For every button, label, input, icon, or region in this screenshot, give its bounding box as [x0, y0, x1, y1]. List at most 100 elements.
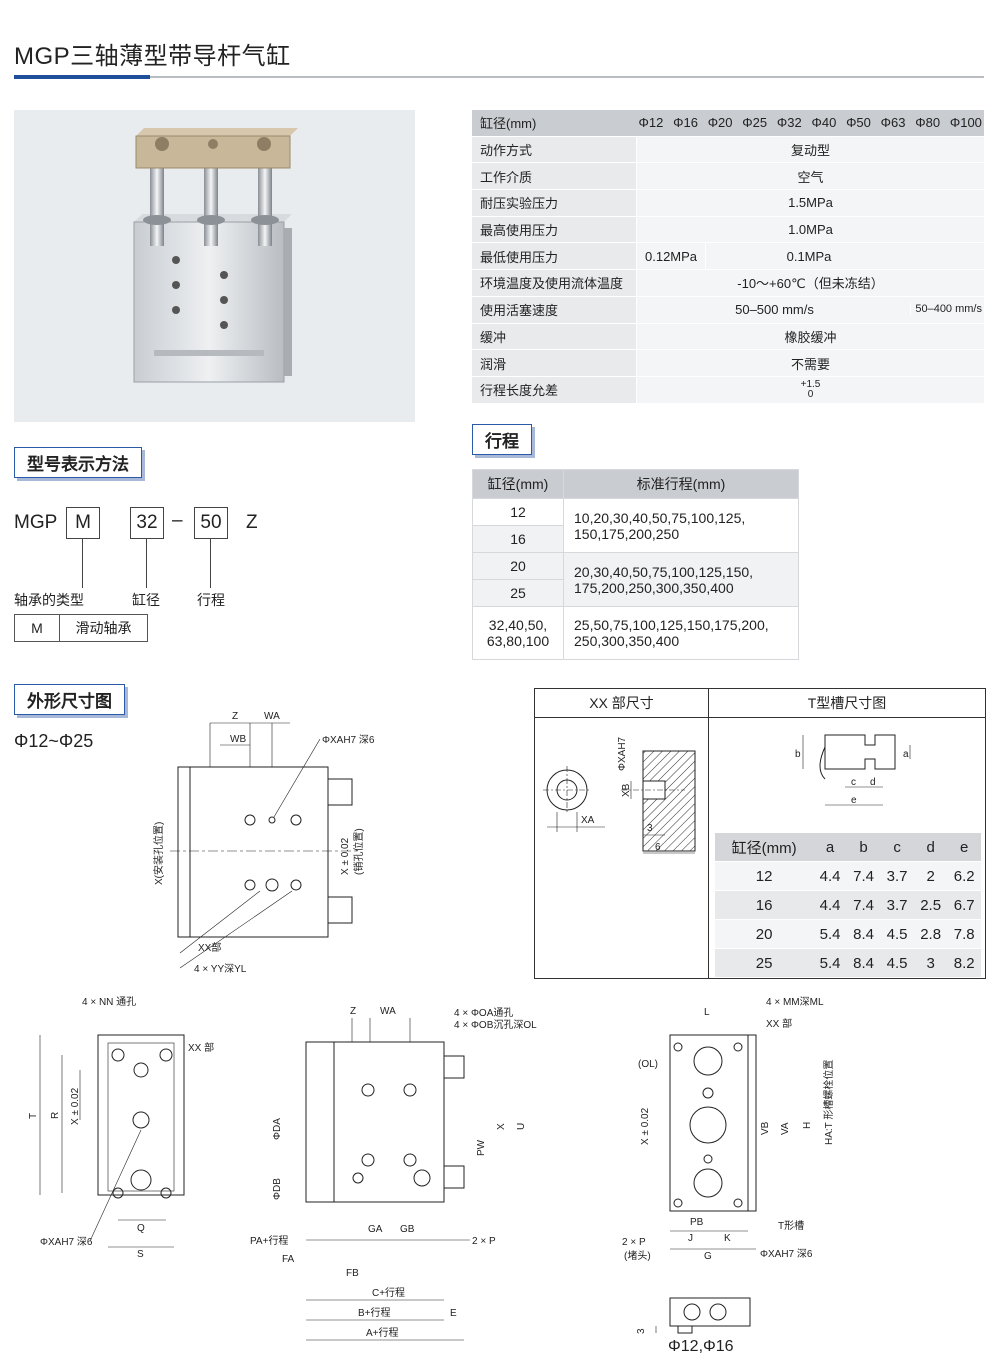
t-cell: 4.4	[813, 861, 847, 891]
b-label: B+行程	[358, 1306, 391, 1319]
bearing-type-code: M	[15, 615, 60, 641]
stroke-values: 10,20,30,40,50,75,100,125, 150,175,200,2…	[563, 498, 799, 553]
leader-line	[210, 538, 211, 588]
stroke-header-row: 缸径(mm) 标准行程(mm)	[472, 469, 799, 499]
ol-label: (OL)	[638, 1059, 658, 1070]
model-prefix: MGP	[14, 512, 58, 533]
c-label: C+行程	[372, 1286, 405, 1299]
front-view-drawing: T R X ± 0.02 4 × NN 通孔 XX 部 Q S ΦXAH7 深6	[28, 996, 214, 1260]
spec-value: 1.5MPa	[636, 189, 984, 217]
t-b-label: b	[795, 749, 801, 760]
spec-value: 空气	[636, 162, 984, 191]
t-cell: 5.4	[813, 948, 847, 978]
stroke-bore: 25	[472, 579, 564, 607]
stroke-table: 缸径(mm) 标准行程(mm) 12 10,20,30,40,50,75,100…	[472, 469, 799, 660]
bore-value: Φ40	[811, 115, 837, 131]
t-cell: 20	[715, 919, 814, 949]
spec-value: +1.5 0	[636, 376, 984, 404]
vb-label: VB	[760, 1121, 771, 1135]
spec-label: 耐压实验压力	[472, 189, 637, 217]
dim-3: 3	[647, 823, 653, 834]
t-cell: 2	[913, 861, 948, 891]
product-photo	[14, 110, 415, 422]
spec-row: 最高使用压力 1.0MPa	[472, 216, 984, 244]
gb-label: GB	[400, 1224, 415, 1235]
bore-value: Φ25	[742, 115, 768, 131]
plug-label: (堵头)	[624, 1249, 651, 1262]
xah6b-label: ΦXAH7 深6	[760, 1248, 813, 1260]
spec-value-small: 0.12MPa	[635, 242, 706, 271]
spec-row: 耐压实验压力 1.5MPa	[472, 189, 984, 217]
t-dim-label: T	[28, 1113, 39, 1119]
t-table-row: 20 5.4 8.4 4.5 2.8 7.8	[715, 919, 981, 949]
spec-row: 最低使用压力 0.12MPa 0.1MPa	[472, 242, 984, 271]
spec-row: 缓冲 橡胶缓冲	[472, 323, 984, 351]
end-x002-label: X ± 0.02	[640, 1107, 651, 1145]
stroke-bore: 32,40,50, 63,80,100	[472, 606, 564, 660]
h-label: H	[802, 1122, 813, 1129]
t-cell: 2.8	[913, 919, 948, 949]
small-bore-label: Φ12,Φ16	[668, 1338, 734, 1355]
t-cell: 8.4	[846, 919, 881, 949]
t-cell: 6.7	[947, 890, 981, 920]
spec-row: 动作方式 复动型	[472, 136, 984, 164]
t-c-label: c	[851, 777, 856, 788]
t-col: e	[947, 833, 981, 862]
xah6-label: ΦXAH7 深6	[40, 1236, 93, 1248]
spec-label: 行程长度允差	[472, 376, 637, 404]
spec-value: 橡胶缓冲	[636, 323, 984, 351]
fa-label: FA	[282, 1254, 295, 1265]
t-cell: 6.2	[947, 861, 981, 891]
t-col: c	[880, 833, 914, 862]
stroke-row: 12 10,20,30,40,50,75,100,125, 150,175,20…	[472, 498, 799, 553]
stroke-line: 10,20,30,40,50,75,100,125,	[574, 509, 746, 526]
x002-label: X ± 0.02	[70, 1087, 81, 1125]
xb-label: XB	[621, 783, 632, 797]
small-bore-drawing: 3	[636, 1297, 751, 1334]
spec-value: 复动型	[636, 136, 984, 164]
t-cell: 8.2	[947, 948, 981, 978]
u-label: U	[516, 1123, 527, 1130]
t-table-row: 16 4.4 7.4 3.7 2.5 6.7	[715, 890, 981, 920]
bore-value: Φ16	[673, 115, 698, 131]
z-label: Z	[232, 711, 238, 722]
side-wa-label: WA	[380, 1006, 396, 1017]
spec-row: 润滑 不需要	[472, 349, 984, 377]
t-cell: 8.4	[846, 948, 881, 978]
bore-label: 缸径	[132, 592, 160, 608]
xah7-depth-label: ΦXAH7 深6	[322, 734, 375, 746]
tolerance-value: +1.5 0	[801, 379, 821, 400]
speed-value-large: 50–400 mm/s	[910, 302, 982, 315]
t-slot-table: 缸径(mm) a b c d e 12 4.4 7.4 3.7 2 6.2 16…	[715, 833, 981, 978]
tslot-label: T形槽	[778, 1219, 804, 1232]
panel-divider	[708, 717, 709, 978]
model-dash: –	[172, 510, 183, 531]
spec-value: -10～+60℃（但未冻结）	[636, 269, 984, 297]
t-e-label: e	[851, 795, 857, 806]
spec-label: 润滑	[472, 349, 637, 377]
spec-label: 工作介质	[472, 162, 637, 191]
title-rule	[14, 76, 984, 78]
t-cell: 3	[913, 948, 948, 978]
t-cell: 4.5	[880, 948, 914, 978]
t-slot-drawing: b a c d e	[795, 734, 911, 806]
cylinder-illustration	[133, 128, 298, 383]
three-label: 3	[636, 1328, 647, 1334]
pb-label: PB	[690, 1217, 704, 1228]
bearing-label: 轴承的类型	[14, 592, 84, 608]
model-suffix: Z	[246, 512, 258, 533]
t-cell: 7.8	[947, 919, 981, 949]
bore-value: Φ50	[846, 115, 871, 131]
pw-label: PW	[476, 1139, 487, 1156]
t-slot-title: T型槽尺寸图	[709, 689, 985, 718]
xah7-label: ΦXAH7	[617, 736, 628, 771]
top-view-drawing: Z WA WB ΦXAH7 深6 X(安装孔位置) X ± 0.02 (销孔位置…	[152, 711, 375, 975]
spec-value: 50–500 mm/s 50–400 mm/s	[636, 296, 984, 324]
stroke-row: 32,40,50, 63,80,100 25,50,75,100,125,150…	[472, 606, 799, 660]
g-label: G	[704, 1251, 712, 1262]
t-cell: 25	[715, 948, 814, 978]
spec-row: 使用活塞速度 50–500 mm/s 50–400 mm/s	[472, 296, 984, 324]
spec-header-label: 缸径(mm)	[472, 110, 637, 137]
bore-value: Φ12	[638, 115, 664, 131]
bearing-type-desc: 滑动轴承	[75, 620, 132, 636]
